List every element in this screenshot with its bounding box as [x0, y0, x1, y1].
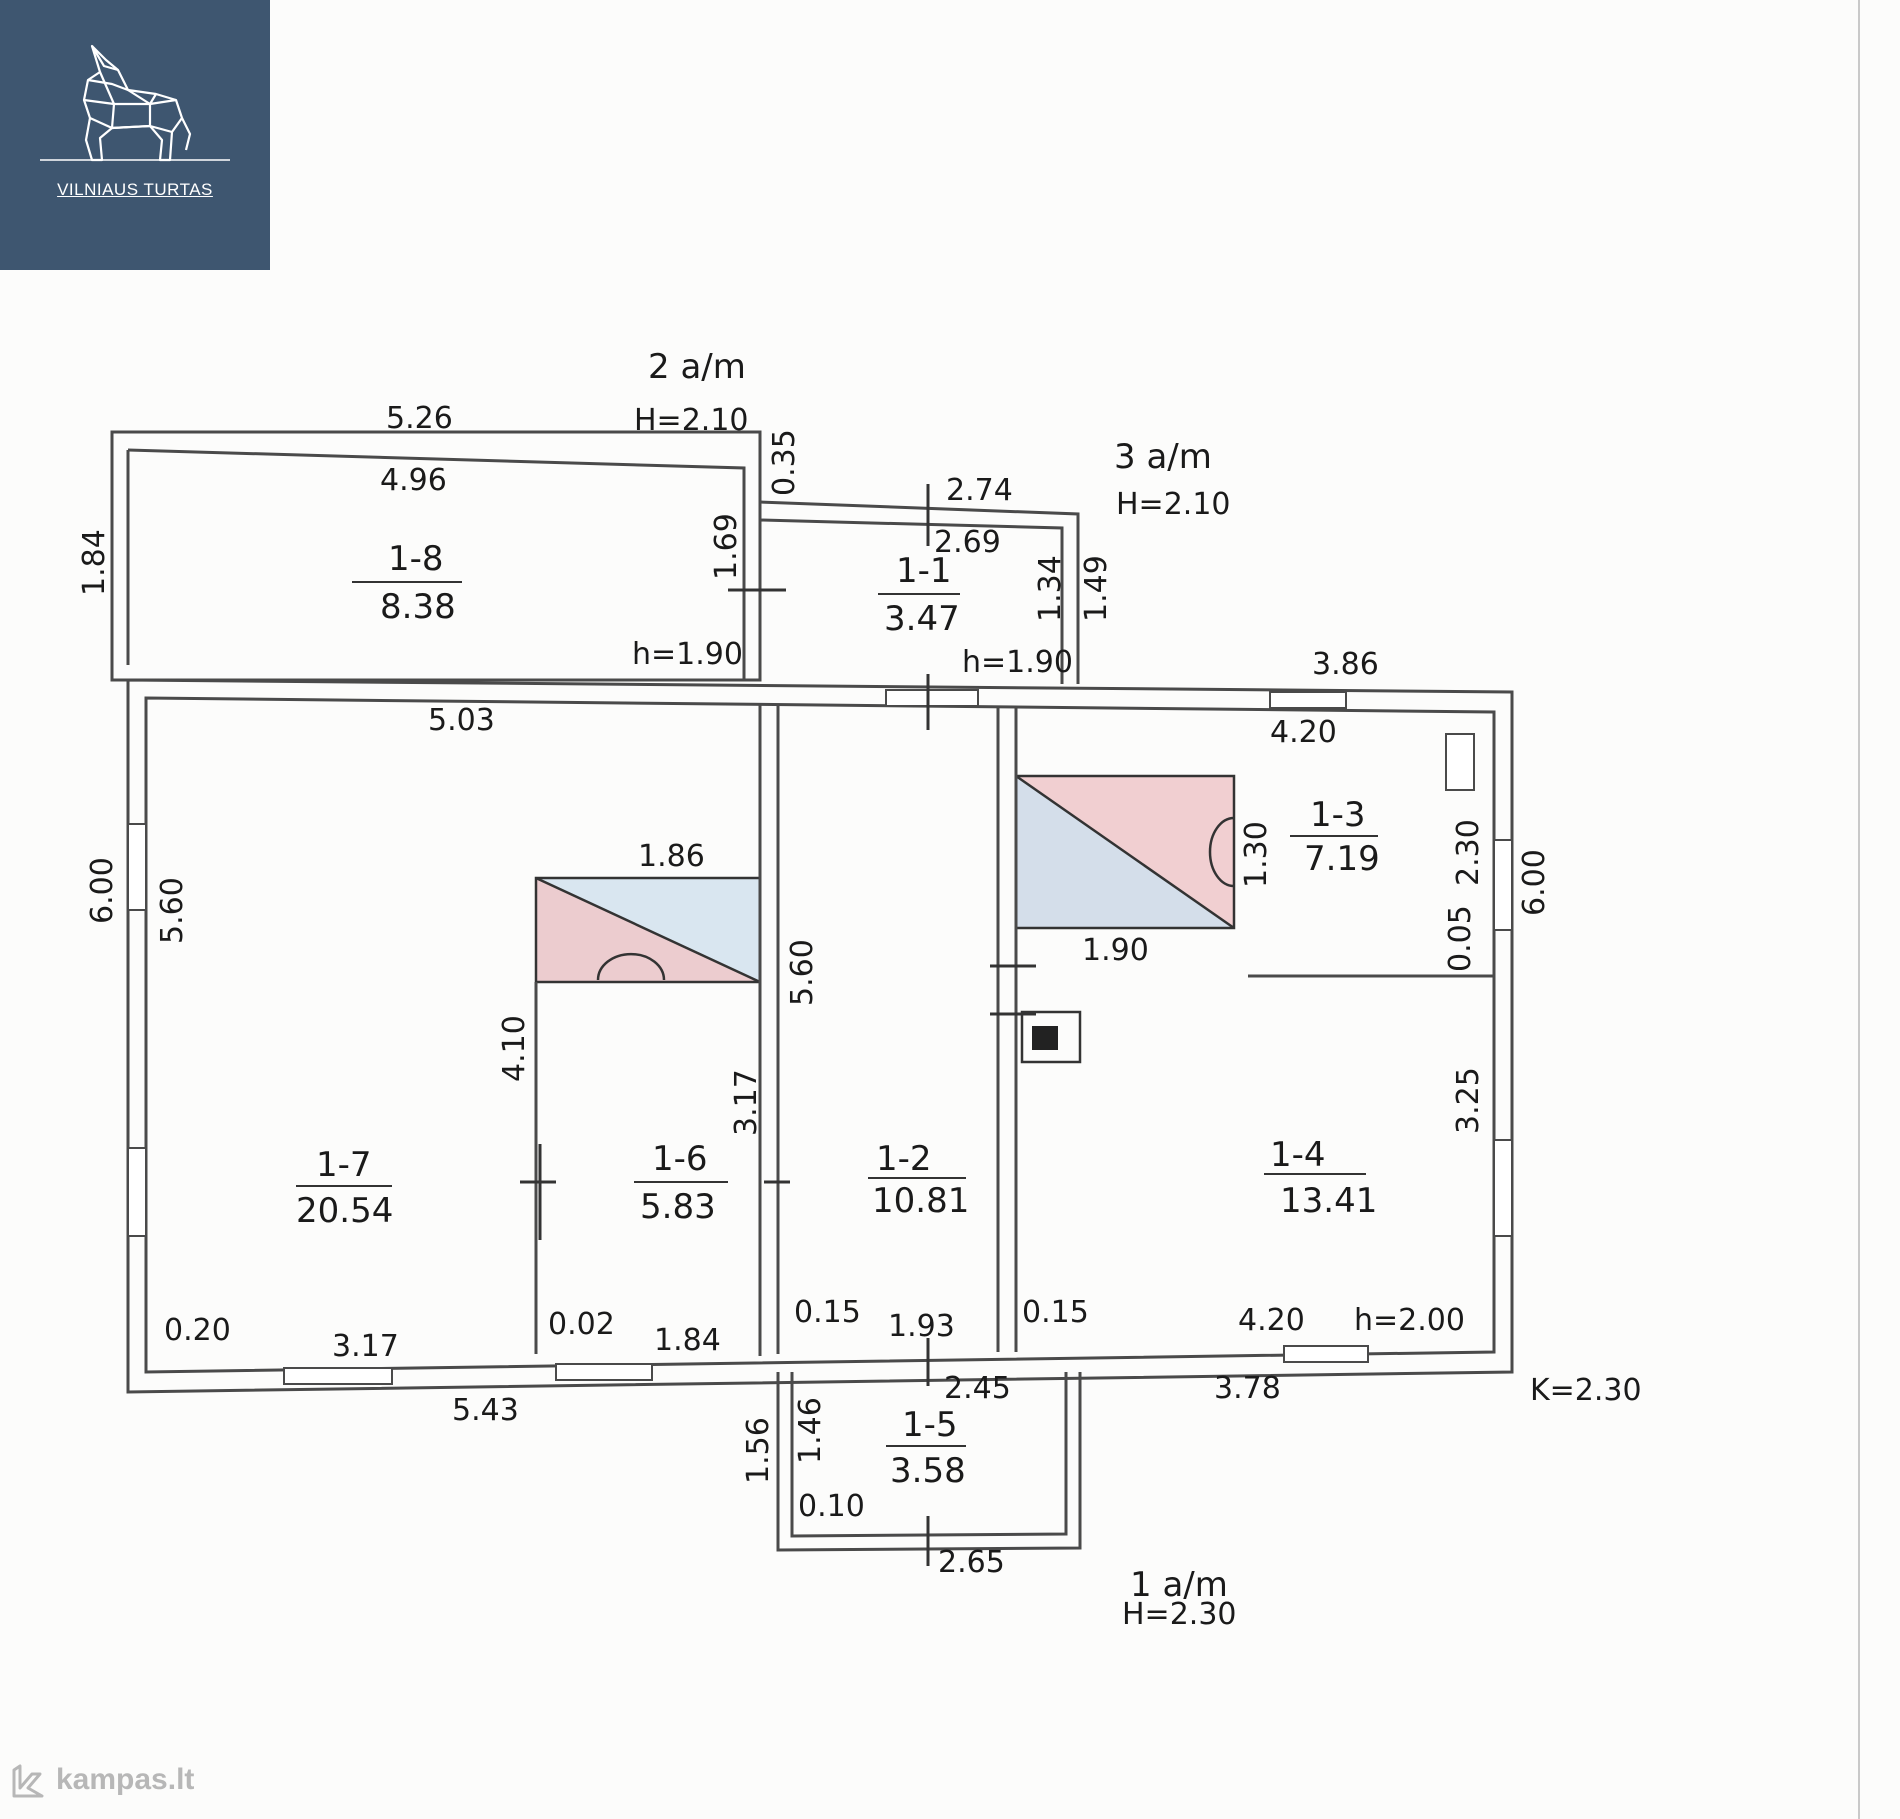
dim-1-46: 1.46	[793, 1397, 828, 1464]
room-id: 1-6	[652, 1139, 708, 1179]
room-area: 3.58	[890, 1451, 966, 1491]
door-marks	[520, 484, 1036, 1566]
kampas-logo-icon	[12, 1764, 44, 1798]
room-id: 1-3	[1310, 795, 1366, 835]
room-1-2: 1-2 10.81	[868, 1139, 969, 1221]
floor-2-title: 2 a/m	[648, 347, 746, 387]
dim-2-69: 2.69	[934, 525, 1001, 560]
room-1-8: 1-8 8.38	[352, 539, 462, 627]
dim-5-60-mid: 5.60	[785, 939, 820, 1006]
watermark: kampas.lt	[10, 1762, 194, 1800]
dim-5-26: 5.26	[386, 401, 453, 436]
paper-edge	[1858, 0, 1860, 1819]
room-id: 1-7	[316, 1145, 372, 1185]
brand-logo: VILNIAUS TURTAS	[0, 0, 270, 270]
dim-1-69: 1.69	[709, 513, 744, 580]
dim-1-30: 1.30	[1239, 821, 1274, 888]
dim-2-45: 2.45	[944, 1371, 1011, 1406]
dim-0-02: 0.02	[548, 1307, 615, 1342]
dim-1-84: 1.84	[77, 529, 112, 596]
dim-1-84-bottom: 1.84	[654, 1323, 721, 1358]
walls	[110, 430, 1514, 1552]
room-id: 1-5	[902, 1405, 958, 1445]
wolf-howling-icon	[40, 44, 230, 162]
dim-5-43: 5.43	[452, 1393, 519, 1428]
room-1-3: 1-3 7.19	[1290, 795, 1380, 879]
dim-2-30: 2.30	[1451, 819, 1486, 886]
room-id: 1-2	[876, 1139, 932, 1179]
dim-6-00-left: 6.00	[85, 857, 120, 924]
room-1-5: 1-5 3.58	[886, 1405, 966, 1491]
dim-0-35: 0.35	[767, 429, 802, 496]
dim-1-56: 1.56	[741, 1417, 776, 1484]
dim-0-05: 0.05	[1443, 905, 1478, 972]
room-1-6: 1-6 5.83	[634, 1139, 728, 1227]
room-1-1: 1-1 3.47	[878, 551, 960, 639]
room-id: 1-1	[896, 551, 952, 591]
dim-4-10: 4.10	[497, 1015, 532, 1082]
dim-1-34: 1.34	[1033, 555, 1068, 622]
dim-0-15-b: 0.15	[1022, 1295, 1089, 1330]
floor-2-height: H=2.10	[634, 403, 749, 438]
room-id: 1-4	[1270, 1135, 1326, 1175]
dim-5-60-left: 5.60	[155, 877, 190, 944]
windows	[127, 689, 1513, 1385]
dim-3-86: 3.86	[1312, 647, 1379, 682]
room-id: 1-8	[388, 539, 444, 579]
room-1-7: 1-7 20.54	[296, 1145, 393, 1231]
dim-0-15-a: 0.15	[794, 1295, 861, 1330]
room-area: 10.81	[872, 1181, 969, 1221]
dim-1-86: 1.86	[638, 839, 705, 874]
height-global: K=2.30	[1530, 1373, 1642, 1408]
dim-4-20-top: 4.20	[1270, 715, 1337, 750]
room-area: 8.38	[380, 587, 456, 627]
floor-3-title: 3 a/m	[1114, 437, 1212, 477]
dim-6-00-right: 6.00	[1517, 849, 1552, 916]
dim-0-10: 0.10	[798, 1489, 865, 1524]
dim-4-96: 4.96	[380, 463, 447, 498]
brand-name: VILNIAUS TURTAS	[57, 180, 213, 199]
stair-hatch-right	[1014, 774, 1236, 930]
room-area: 5.83	[640, 1187, 716, 1227]
dim-1-49: 1.49	[1079, 555, 1114, 622]
watermark-text: kampas.lt	[56, 1762, 195, 1796]
dim-2-74: 2.74	[946, 473, 1013, 508]
dim-1-90: 1.90	[1082, 933, 1149, 968]
floor-1-title: 1 a/m	[1130, 1565, 1228, 1605]
dim-3-25: 3.25	[1451, 1067, 1486, 1134]
dim-3-78: 3.78	[1214, 1371, 1281, 1406]
room-area: 20.54	[296, 1191, 393, 1231]
dim-3-17-v: 3.17	[729, 1069, 764, 1136]
floor-3-height: H=2.10	[1116, 487, 1231, 522]
dim-0-20: 0.20	[164, 1313, 231, 1348]
height-1-4: h=2.00	[1354, 1303, 1465, 1338]
dim-3-17-h: 3.17	[332, 1329, 399, 1364]
dim-4-20-bottom: 4.20	[1238, 1303, 1305, 1338]
stove-icon	[1020, 1010, 1082, 1064]
height-1-8: h=1.90	[632, 637, 743, 672]
room-area: 3.47	[884, 599, 960, 639]
room-area: 7.19	[1304, 839, 1380, 879]
room-area: 13.41	[1280, 1181, 1377, 1221]
height-1-1: h=1.90	[962, 645, 1073, 680]
room-1-4: 1-4 13.41	[1264, 1135, 1377, 1221]
dim-2-65: 2.65	[938, 1545, 1005, 1580]
dim-5-03: 5.03	[428, 703, 495, 738]
dim-1-93: 1.93	[888, 1309, 955, 1344]
stair-hatch-left	[534, 876, 762, 984]
floor-1-height: H=2.30	[1122, 1597, 1237, 1632]
